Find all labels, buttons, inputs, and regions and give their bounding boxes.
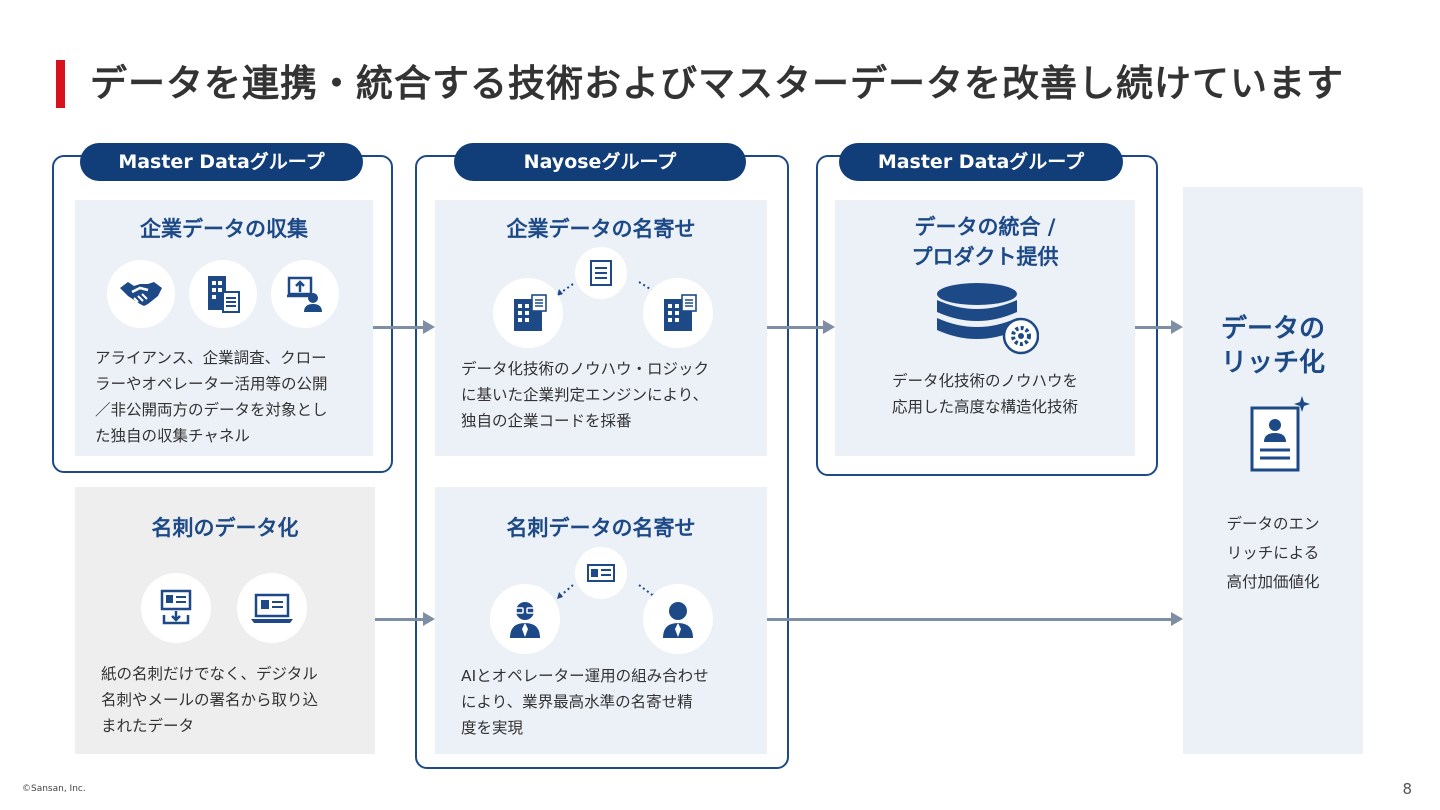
person-card-icon [575,547,627,599]
card-company-data-collection: 企業データの収集 アライアンス、企業調査、クロー ラーやオペレーター活用等の [75,200,373,456]
card-title: データの統合 / プロダクト提供 [911,215,1059,269]
card-business-card-digitization: 名刺のデータ化 紙の名刺だけでなく、デジタル 名刺やメールの署名から取り込 まれ… [75,487,375,754]
building-icon [493,278,563,348]
card-title: 名刺のデータ化 [151,516,299,540]
card-business-card-nayose: 名刺データの名寄せ AIとオペレーター運用の組み合わせ により、業界最高水準の名 [435,487,767,754]
person-icon [643,584,713,654]
arrow-meishi-to-nayose [375,612,435,626]
arrow-integrate-to-enrichment [1135,320,1183,334]
card-title: 企業データの名寄せ [506,217,696,241]
id-card-sparkle-icon [1250,396,1310,472]
card-company-nayose: 企業データの名寄せ [435,200,767,456]
arrow-collect-to-nayose [373,320,435,334]
group-label-master-data-left: Master Dataグループ [80,143,363,181]
arrow-card-nayose-to-enrichment [767,612,1183,626]
enrichment-title: データの リッチ化 [1220,314,1325,378]
enrichment-body: データのエン リッチによる 高付加価値化 [1226,515,1320,591]
card-body: アライアンス、企業調査、クロー ラーやオペレーター活用等の公開 ／非公開両方のデ… [95,349,328,445]
upload-person-icon [271,260,339,328]
arrow-nayose-to-integrate [767,320,835,334]
card-body: データ化技術のノウハウ・ロジック に基いた企業判定エンジンにより、 独自の企業コ… [461,360,710,430]
card-data-integration: データの統合 / プロダクト提供 データ化技術のノウハウを 応用した高度な構造化… [835,200,1135,456]
card-download-icon [141,573,211,643]
person-glasses-icon [490,584,560,654]
database-gear-icon [937,283,1039,355]
title-accent-bar [56,60,65,108]
card-body: 紙の名刺だけでなく、デジタル 名刺やメールの署名から取り込 まれたデータ [101,665,319,735]
card-title: 名刺データの名寄せ [506,516,696,540]
handshake-icon [107,260,175,328]
laptop-card-icon [237,573,307,643]
group-label-nayose: Nayoseグループ [454,143,746,181]
card-body: AIとオペレーター運用の組み合わせ により、業界最高水準の名寄せ精 度を実現 [461,667,709,737]
building-icon [643,278,713,348]
group-label-master-data-right: Master Dataグループ [839,143,1123,181]
card-title: 企業データの収集 [140,217,308,241]
copyright: ©Sansan, Inc. [22,784,86,794]
card-body: データ化技術のノウハウを 応用した高度な構造化技術 [891,372,1078,416]
page-title: データを連携・統合する技術およびマスターデータを改善し続けています [90,62,1344,105]
page-number: 8 [1402,780,1412,798]
building-document-icon [189,260,257,328]
dotted-arrows [557,584,657,599]
document-list-icon [575,247,627,299]
